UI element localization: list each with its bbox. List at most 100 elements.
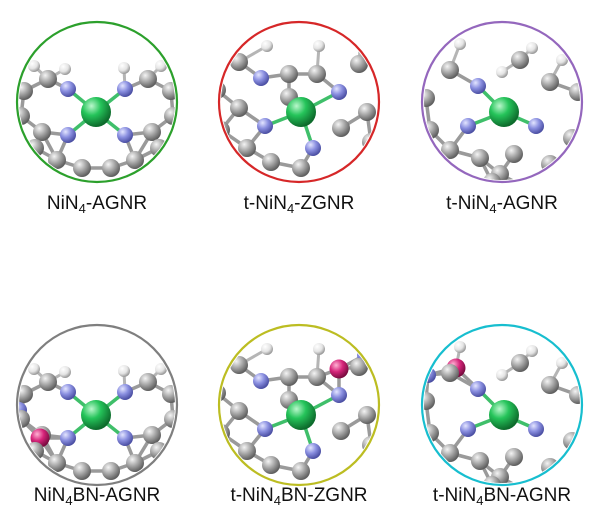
carbon-atom [441,444,459,462]
carbon-atom [505,448,523,466]
hydrogen-atom [261,343,273,355]
hydrogen-atom [556,54,568,66]
carbon-atom [483,173,501,180]
label-prefix: NiN [46,193,79,214]
nitrogen-atom [460,421,476,437]
label-prefix: NiN [33,485,66,506]
carbon-atom [221,448,223,466]
panel-frame-circle [420,20,584,184]
label-suffix: -AGNR [85,193,148,214]
carbon-atom [350,55,368,73]
structure-panel-2 [217,20,381,184]
carbon-atom [358,406,376,424]
carbon-atom [441,61,459,79]
molecule-4 [19,363,175,480]
hydrogen-atom [496,66,508,78]
hydrogen-atom [59,63,71,75]
label-subscript: 4 [476,493,484,508]
nitrogen-atom [528,118,544,134]
label-subscript: 4 [78,201,86,216]
carbon-atom [262,456,280,474]
label-prefix: t-NiN [230,485,274,506]
nitrogen-atom [528,421,544,437]
carbon-atom [471,149,489,167]
hydrogen-atom [28,60,40,72]
nitrogen-atom [117,81,133,97]
label-subscript: 4 [273,493,281,508]
nitrogen-atom [117,384,133,400]
bond [359,336,367,356]
label-prefix: t-NiN [243,193,287,214]
hydrogen-atom [155,363,167,375]
carbon-atom [164,410,175,428]
nitrogen-atom [253,70,269,86]
molecule-2 [221,28,377,177]
carbon-atom [563,129,580,147]
label-subscript: 4 [65,493,73,508]
carbon-atom [102,159,120,177]
carbon-atom [308,368,326,386]
carbon-atom [139,70,157,88]
structure-panel-1 [15,20,179,184]
hydrogen-atom [155,60,167,72]
carbon-atom [541,73,559,91]
structure-label-5: t-NiN4BN-ZGNR [199,485,399,508]
hydrogen-atom [59,366,71,378]
structure-label-3: t-NiN4-AGNR [402,193,600,216]
nitrogen-atom [305,140,321,156]
label-prefix: t-NiN [432,485,477,506]
nickel-atom [286,97,316,127]
carbon-atom [441,141,459,159]
carbon-atom [424,89,435,107]
structure-panel-4 [15,323,179,487]
hydrogen-atom [496,369,508,381]
carbon-atom [358,103,376,121]
bond [221,431,223,459]
molecule-5 [221,331,377,480]
panel-frame-circle [217,20,381,184]
nitrogen-atom [60,430,76,446]
carbon-atom [238,442,256,460]
carbon-atom [424,153,435,171]
carbon-atom [139,373,157,391]
hydrogen-atom [313,40,325,52]
carbon-atom [39,373,57,391]
carbon-atom [73,462,91,480]
carbon-atom [33,123,51,141]
structure-label-6: t-NiN4BN-AGNR [402,485,600,508]
carbon-atom [221,145,223,163]
structure-panel-3 [420,20,584,184]
label-suffix: BN-ZGNR [280,485,368,506]
nitrogen-atom [460,118,476,134]
carbon-atom [126,151,144,169]
carbon-atom [19,410,30,428]
hydrogen-atom [355,28,367,40]
carbon-atom [102,462,120,480]
nitrogen-atom [331,84,347,100]
nitrogen-atom [331,387,347,403]
hydrogen-atom [526,345,538,357]
carbon-atom [471,452,489,470]
carbon-atom [332,422,350,440]
carbon-atom [563,432,580,450]
carbon-atom [48,151,66,169]
nitrogen-atom [253,373,269,389]
carbon-atom [230,99,248,117]
structure-label-1: NiN4-AGNR [0,193,197,216]
nickel-atom [489,400,519,430]
carbon-atom [164,107,175,125]
carbon-atom [19,107,30,125]
hydrogen-atom [118,365,130,377]
carbon-atom [350,358,368,376]
carbon-atom [280,65,298,83]
carbon-atom [73,159,91,177]
carbon-atom [441,364,459,382]
nitrogen-atom [257,421,273,437]
carbon-atom [483,476,501,483]
hydrogen-atom [454,341,466,353]
carbon-atom [126,454,144,472]
label-suffix: BN-AGNR [72,485,161,506]
carbon-atom [280,368,298,386]
panel-frame-circle [217,323,381,487]
nitrogen-atom [305,443,321,459]
